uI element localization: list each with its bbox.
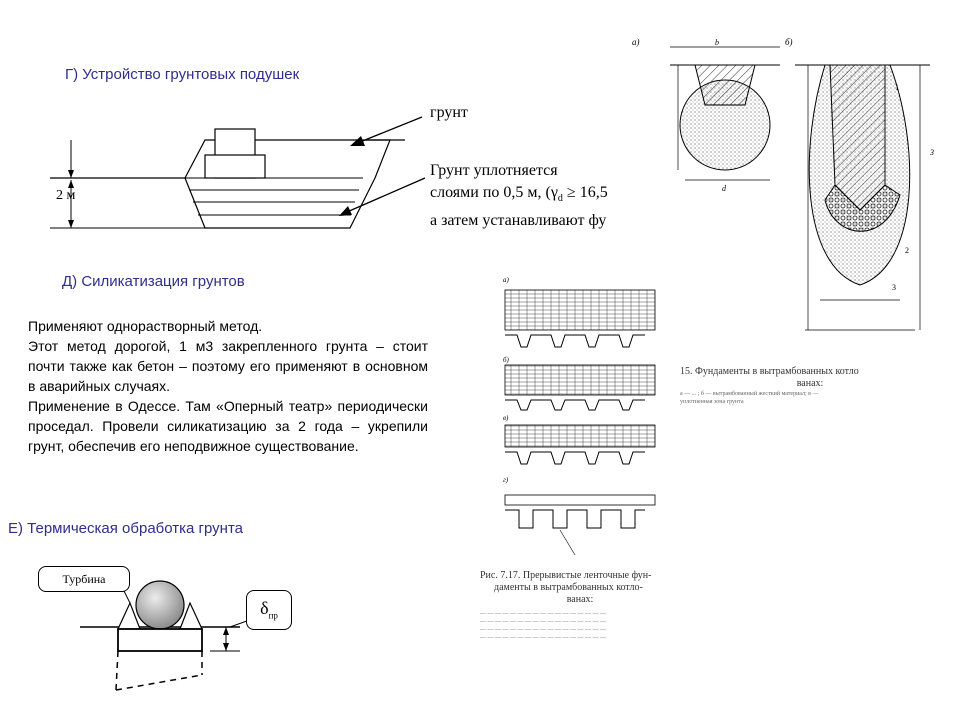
svg-text:3: 3 (892, 283, 896, 292)
section-d-paragraph-3: Применение в Одессе. Там «Оперный театр»… (28, 398, 428, 454)
svg-text:b: b (715, 38, 719, 47)
compaction-note: Грунт уплотняется слоями по 0,5 м, (γd ≥… (430, 160, 635, 232)
section-e-title: Е) Термическая обработка грунта (8, 520, 244, 537)
middle-figure-caption: Рис. 7.17. Прерывистые ленточные фун- да… (480, 570, 652, 641)
note-line-1: Грунт уплотняется (430, 162, 558, 179)
section-d-paragraph-1: Применяют однорастворный метод. (28, 318, 263, 334)
strip-foundation-diagram: а) б) в) г) (503, 276, 656, 556)
soil-cushion-diagram (50, 116, 426, 229)
svg-text:б): б) (503, 356, 510, 364)
svg-text:а): а) (503, 276, 510, 284)
svg-text:б): б) (785, 37, 793, 47)
svg-text:1: 1 (895, 83, 899, 92)
soil-label: грунт (430, 104, 468, 121)
note-line-3: а затем устанавливают фу (430, 212, 607, 230)
compacted-pit-diagram: а) b d б) 3 1 2 3 (632, 37, 934, 331)
svg-text:г): г) (503, 476, 509, 484)
section-g-title: Г) Устройство грунтовых подушек (65, 66, 300, 83)
section-d-title: Д) Силикатизация грунтов (62, 273, 245, 290)
svg-text:d: d (722, 184, 727, 193)
svg-text:а): а) (632, 37, 640, 47)
turbine-label: Турбина (38, 566, 130, 592)
right-figure-caption: 15. Фундаменты в вытрамбованных котло ва… (680, 366, 859, 405)
note-line-2: слоями по 0,5 м, (γd ≥ 16,5 (430, 184, 608, 205)
svg-text:в): в) (503, 414, 509, 422)
svg-text:3: 3 (929, 148, 934, 157)
section-d-paragraph-2: Этот метод дорогой, 1 м3 закрепленного г… (28, 338, 428, 394)
svg-text:2: 2 (905, 246, 909, 255)
delta-label: δпр (246, 590, 292, 630)
dimension-label: 2 м (56, 188, 76, 203)
thermal-treatment-diagram (80, 580, 259, 691)
section-d-body: Применяют однорастворный метод. Этот мет… (28, 316, 428, 456)
